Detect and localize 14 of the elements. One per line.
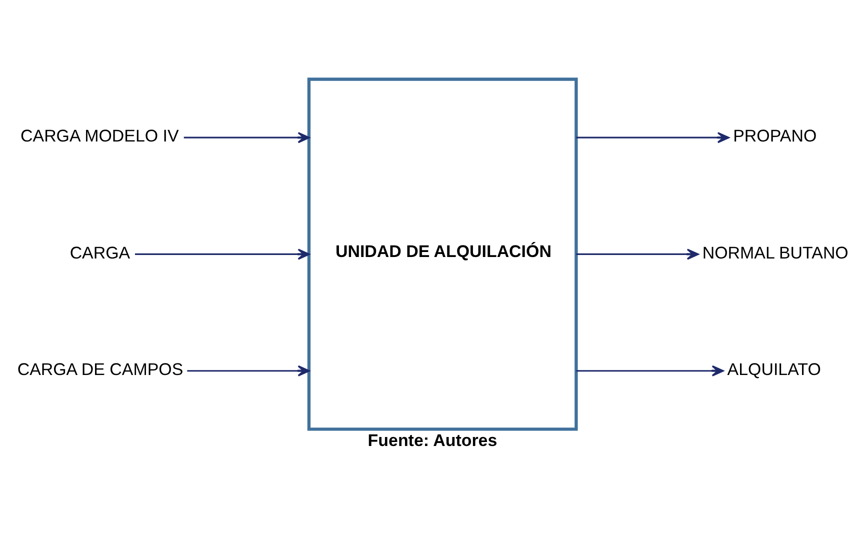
node-text: NORMAL BUTANO xyxy=(702,242,848,262)
arrow xyxy=(576,248,699,260)
node-text: CARGA MODELO IV xyxy=(20,126,179,146)
caption: Fuente: Autores xyxy=(368,430,498,450)
node-text: CARGA xyxy=(70,242,130,262)
node-text: PROPANO xyxy=(733,126,817,146)
node-text: CARGA DE CAMPOS xyxy=(17,359,184,378)
node-text: ALQUILATO xyxy=(727,359,821,378)
arrow xyxy=(184,132,310,143)
arrow xyxy=(134,248,310,260)
node-box: UNIDAD DE ALQUILACIÓN xyxy=(307,77,578,430)
arrow xyxy=(576,364,724,376)
arrow xyxy=(187,364,310,376)
arrow xyxy=(576,132,730,143)
